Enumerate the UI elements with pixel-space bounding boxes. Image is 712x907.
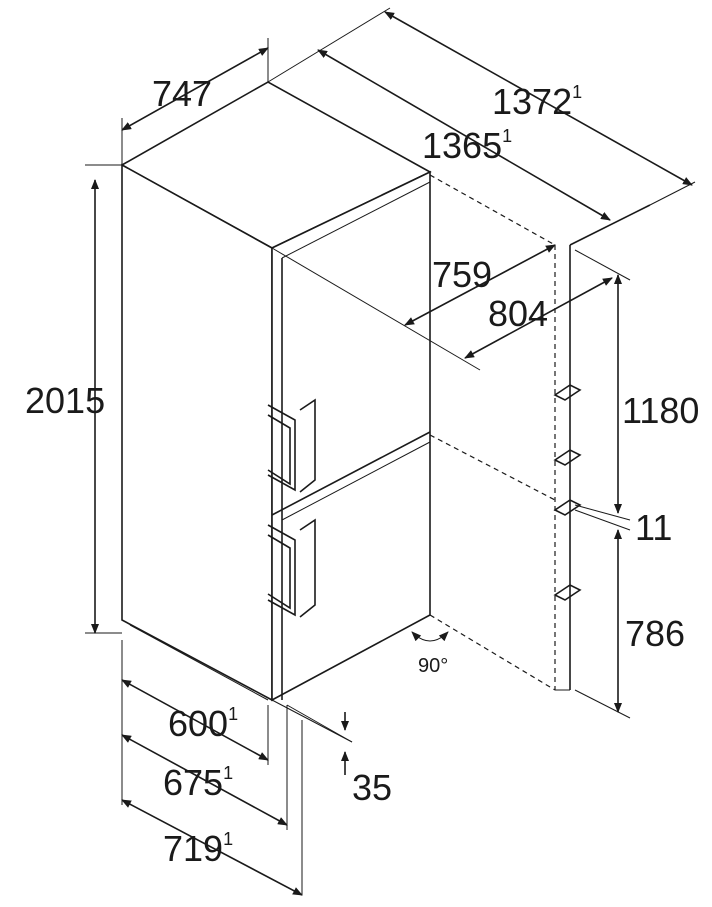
label-door-gap: 11 [635, 507, 672, 548]
label-width-top: 747 [152, 73, 212, 114]
dimension-lines [85, 7, 696, 896]
label-door-offset: 35 [352, 767, 392, 808]
label-depth-675: 6751 [163, 762, 233, 803]
fridge-side-face [121, 163, 273, 702]
fridge-body [120, 81, 432, 702]
label-width-600: 6001 [168, 703, 238, 744]
label-depth-804: 804 [488, 293, 548, 334]
label-door-angle: 90° [418, 655, 448, 677]
door-split-line [271, 431, 431, 516]
angle-arc [411, 631, 449, 642]
label-freezer-door-height: 786 [625, 613, 685, 654]
label-depth-1372: 13721 [492, 81, 582, 122]
label-depth-1365: 13651 [422, 125, 512, 166]
label-depth-759: 759 [432, 254, 492, 295]
label-height: 2015 [25, 380, 105, 421]
label-fridge-door-height: 1180 [622, 390, 699, 431]
label-depth-719: 7191 [163, 828, 233, 869]
door-handle-lower [267, 518, 316, 618]
door-handle-upper [267, 398, 316, 493]
